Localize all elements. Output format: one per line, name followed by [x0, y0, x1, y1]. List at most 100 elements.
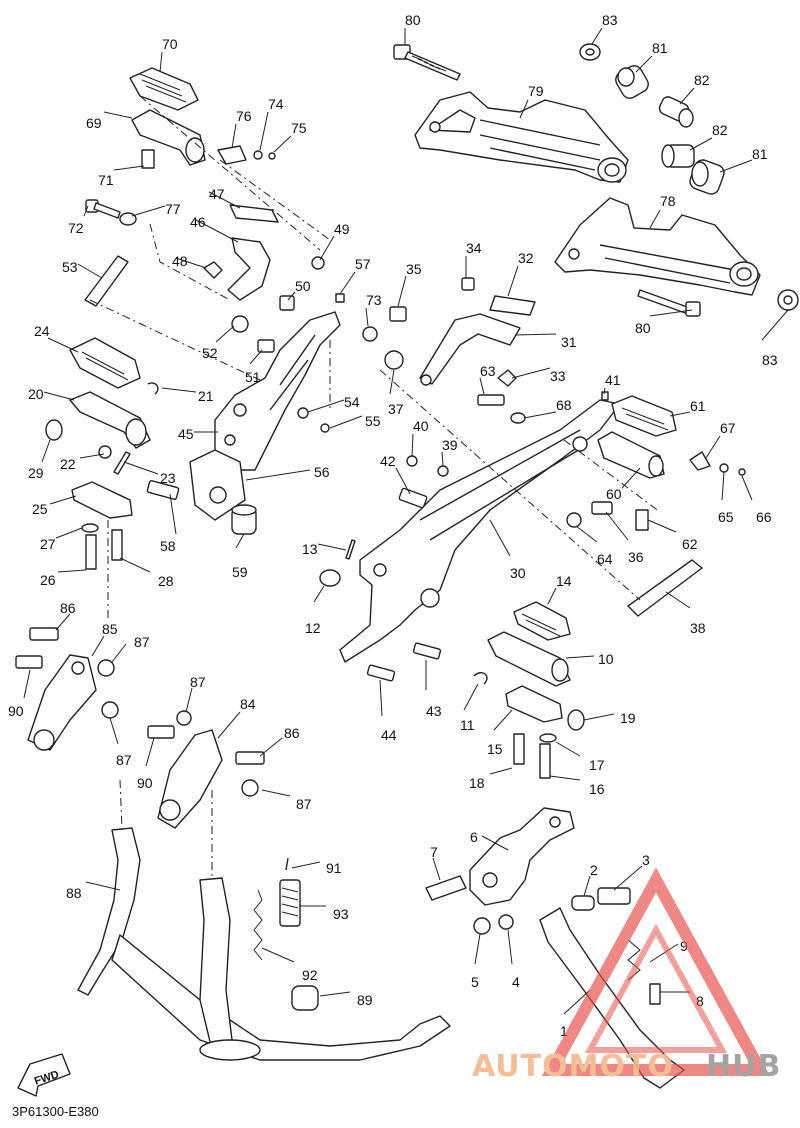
- part-number-90: 90: [8, 703, 24, 719]
- part-number-8: 8: [696, 993, 704, 1009]
- bolt-80-lower: [637, 289, 701, 317]
- collar-2: [571, 895, 595, 911]
- bracket-56: [189, 449, 246, 521]
- bolt-49: [311, 256, 325, 270]
- part-number-92: 92: [302, 967, 318, 983]
- nut-52: [231, 315, 249, 333]
- part-number-28: 28: [158, 573, 174, 589]
- watermark-text-a: AUTOMOTO: [472, 1049, 674, 1084]
- part-number-60: 60: [606, 486, 622, 502]
- part-number-24: 24: [34, 323, 50, 339]
- bracket-15: [505, 685, 563, 723]
- pin-13: [345, 539, 356, 560]
- part-number-32: 32: [518, 250, 534, 266]
- part-number-70: 70: [162, 36, 178, 52]
- damper-19: [567, 709, 585, 731]
- bushing-81-top: [615, 65, 649, 99]
- part-number-53: 53: [62, 259, 78, 275]
- part-number-4: 4: [512, 974, 520, 990]
- cover-47: [229, 204, 279, 223]
- part-number-66: 66: [756, 509, 772, 525]
- pin-22: [98, 445, 112, 459]
- washer-55: [320, 423, 330, 433]
- part-number-48: 48: [172, 253, 188, 269]
- part-number-14: 14: [556, 573, 572, 589]
- footrest-69: [131, 109, 206, 166]
- bolt-58: [146, 480, 180, 500]
- part-number-21: 21: [198, 388, 214, 404]
- spring-11: [473, 672, 488, 685]
- pin-23: [113, 451, 131, 475]
- part-number-29: 29: [28, 465, 44, 481]
- bracket-25: [71, 481, 133, 519]
- hook-91: [285, 857, 289, 871]
- bolt-34: [461, 277, 475, 291]
- washer-40: [406, 455, 418, 467]
- part-number-3: 3: [642, 852, 650, 868]
- damper-68: [510, 412, 526, 424]
- part-number-41: 41: [605, 372, 621, 388]
- part-number-86: 86: [60, 600, 76, 616]
- watermark-logo: AUTOMOTO HUB: [472, 867, 780, 1084]
- spring-93: [279, 879, 301, 927]
- part-number-61: 61: [690, 398, 706, 414]
- part-number-84: 84: [240, 696, 256, 712]
- stand-bracket-84: [157, 729, 223, 829]
- collar-82-lower: [661, 144, 695, 168]
- part-number-83: 83: [762, 352, 778, 368]
- stand-bracket-85: [27, 654, 97, 751]
- stopper-89: [291, 985, 319, 1011]
- part-number-19: 19: [620, 710, 636, 726]
- part-number-82: 82: [694, 72, 710, 88]
- part-number-52: 52: [202, 345, 218, 361]
- part-number-23: 23: [160, 470, 176, 486]
- bolt-3: [597, 887, 631, 905]
- footrest-rubber-24: [69, 337, 141, 389]
- spring-8: [649, 983, 661, 1005]
- part-number-91: 91: [326, 860, 342, 876]
- washer-4: [498, 914, 514, 930]
- fwd-arrow: FWD: [17, 1053, 71, 1097]
- bolt-50: [279, 295, 295, 311]
- part-number-72: 72: [68, 220, 84, 236]
- bolt-28: [111, 529, 123, 561]
- footrest-bracket-45: [214, 311, 341, 471]
- part-number-58: 58: [160, 538, 176, 554]
- part-number-83: 83: [602, 12, 618, 28]
- main-stand-88: [77, 827, 451, 1061]
- part-number-68: 68: [556, 397, 572, 413]
- part-number-30: 30: [510, 565, 526, 581]
- footrest-60: [597, 431, 665, 479]
- part-number-22: 22: [60, 456, 76, 472]
- footrest-rubber-61: [611, 395, 677, 437]
- part-number-56: 56: [314, 464, 330, 480]
- part-number-75: 75: [291, 120, 307, 136]
- spring-65: [719, 463, 729, 473]
- part-number-89: 89: [357, 992, 373, 1008]
- clip-57: [335, 293, 345, 303]
- part-number-12: 12: [305, 620, 321, 636]
- washer-54: [297, 407, 309, 419]
- main-bracket-30: [339, 399, 621, 663]
- footrest-20: [69, 391, 151, 449]
- part-number-79: 79: [528, 83, 544, 99]
- footrest-10: [487, 631, 571, 687]
- plate-76: [217, 145, 247, 165]
- part-number-54: 54: [344, 394, 360, 410]
- plate-67: [689, 451, 711, 471]
- bolt-63: [477, 394, 505, 406]
- part-number-86: 86: [284, 725, 300, 741]
- part-number-17: 17: [589, 757, 605, 773]
- part-number-57: 57: [355, 256, 371, 272]
- nut-5: [473, 917, 491, 935]
- bolt-51: [257, 339, 275, 353]
- part-number-51: 51: [245, 369, 261, 385]
- part-number-37: 37: [388, 401, 404, 417]
- part-number-90: 90: [137, 775, 153, 791]
- part-number-87: 87: [116, 752, 132, 768]
- collar-37: [384, 350, 404, 370]
- nut-73: [362, 326, 378, 342]
- bracket-46: [227, 237, 271, 301]
- bushing-81-lower: [689, 159, 725, 195]
